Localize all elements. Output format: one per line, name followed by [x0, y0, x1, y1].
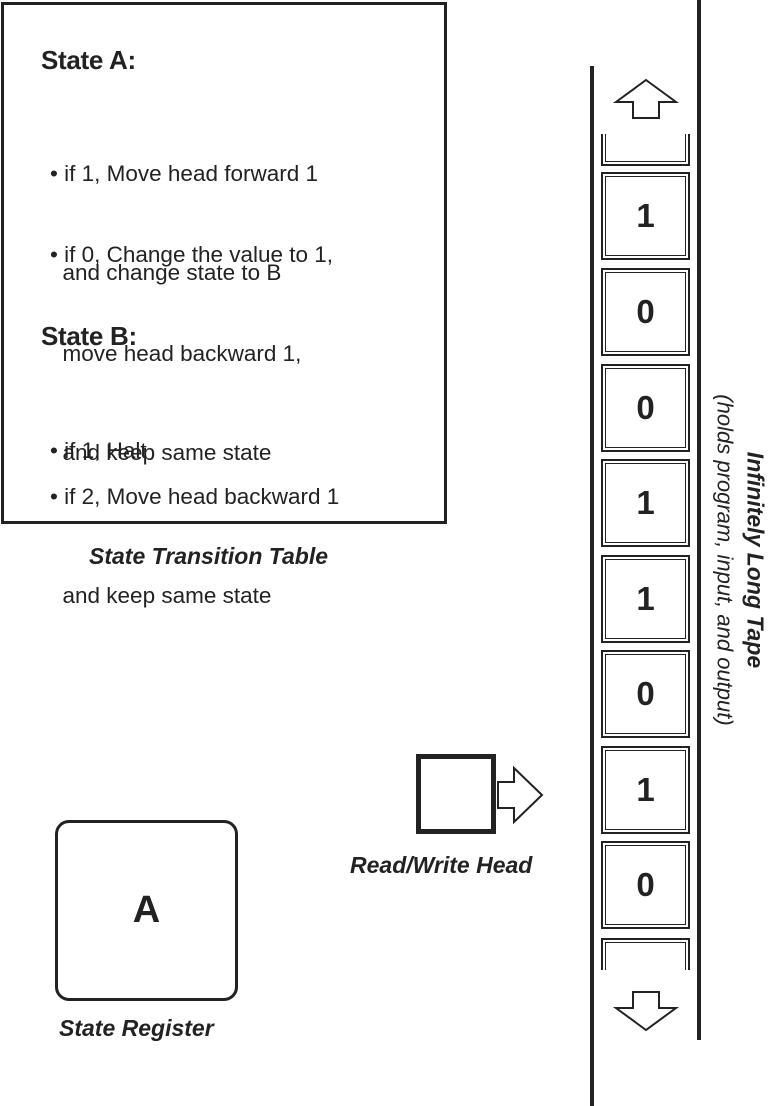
tape-cell-value: 0	[636, 866, 655, 903]
state-register: A	[55, 820, 238, 1001]
rule-line: and keep same state	[50, 583, 272, 608]
rule-line: • if 1, Move head forward 1	[50, 161, 319, 186]
tape-cell: 0	[601, 364, 690, 452]
arrow-up-icon	[612, 78, 680, 119]
tape-cell-value: 1	[636, 484, 655, 521]
tape-label: Infinitely Long Tape (holds program, inp…	[712, 394, 769, 725]
tape-cell: 1	[601, 555, 690, 643]
arrow-down-icon	[612, 991, 680, 1032]
rule-line: • if 2, Move head backward 1	[50, 484, 340, 509]
rule-line: • if 1, Halt	[50, 438, 147, 463]
tape-cell-value: 0	[636, 675, 655, 712]
state-b-rule-2: • if 2, Move head backward 1 and keep sa…	[50, 414, 339, 678]
tape-cell: 0	[601, 268, 690, 356]
tape-subtitle: (holds program, input, and output)	[712, 394, 738, 726]
tape-left-rail	[590, 66, 594, 1106]
rule-line: and change state to B	[50, 260, 282, 285]
tape-cell-partial-top	[601, 134, 690, 166]
read-write-head	[416, 754, 496, 834]
tape-title: Infinitely Long Tape	[742, 451, 769, 669]
arrow-right-icon	[497, 765, 544, 825]
tape-cell: 0	[601, 650, 690, 738]
tape-cell: 1	[601, 746, 690, 834]
state-a-rule-1: • if 1, Move head forward 1 and change s…	[50, 91, 318, 355]
tape-cell-value: 1	[636, 580, 655, 617]
tape-cell-value: 1	[636, 771, 655, 808]
tape-cell-value: 0	[636, 293, 655, 330]
rule-line: move head backward 1,	[50, 341, 302, 366]
state-transition-table: State A: • if 1, Move head forward 1 and…	[1, 2, 447, 608]
state-a-heading: State A:	[41, 45, 136, 75]
rule-line: and keep same state	[50, 440, 272, 465]
state-register-caption: State Register	[59, 1015, 214, 1041]
state-a-rule-2: • if 0, Change the value to 1, move head…	[50, 172, 333, 535]
tape-cell: 1	[601, 172, 690, 260]
tape-cell: 1	[601, 459, 690, 547]
tape-cell-value: 0	[636, 389, 655, 426]
state-b-rule-1: • if 1, Halt	[50, 368, 147, 533]
tape-cell-partial-bottom	[601, 938, 690, 970]
state-transition-table-caption: State Transition Table	[89, 543, 328, 569]
tape-cell-value: 1	[636, 197, 655, 234]
read-write-head-caption: Read/Write Head	[350, 852, 533, 878]
state-register-value: A	[132, 889, 161, 931]
tape-cell: 0	[601, 841, 690, 929]
tape-right-rail	[697, 0, 701, 1040]
state-b-heading: State B:	[41, 321, 137, 351]
rule-line: • if 0, Change the value to 1,	[50, 242, 334, 267]
